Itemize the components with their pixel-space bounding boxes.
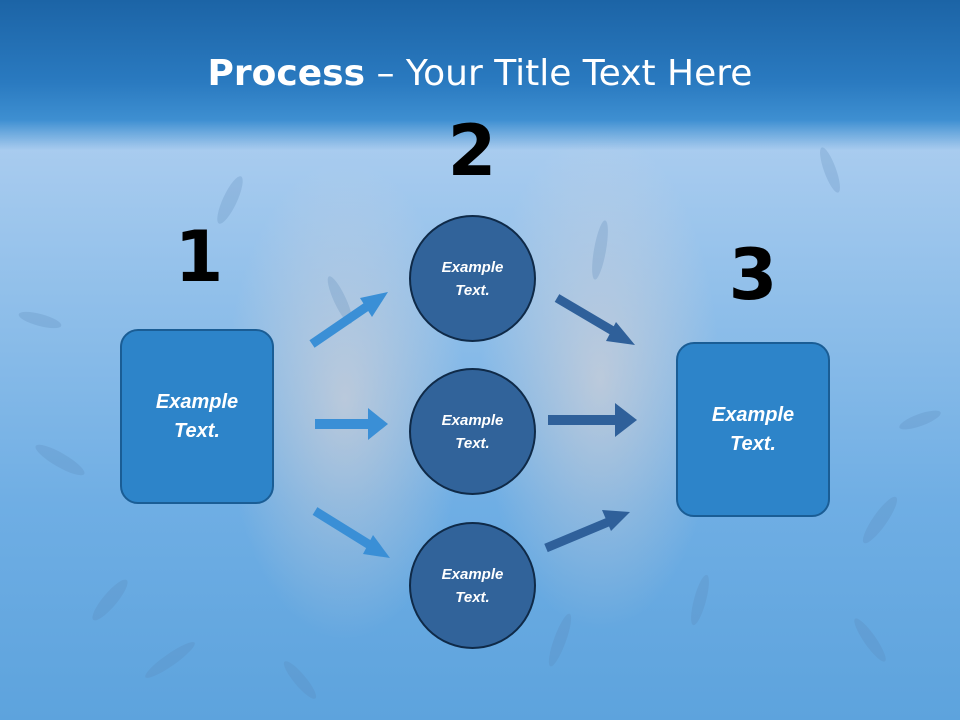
circle-top[interactable]: Example Text. [409,215,536,342]
right-box[interactable]: Example Text. [676,342,830,517]
step-number-2: 2 [447,110,497,192]
left-box-text: Example Text. [155,390,239,442]
slide-title: Process – Your Title Text Here [0,50,960,98]
circle-bottom-text: Example Text. [441,565,504,606]
circle-middle[interactable]: Example Text. [409,368,536,495]
step-number-3: 3 [728,234,778,316]
left-box[interactable]: Example Text. [120,329,274,504]
right-box-text: Example Text. [711,403,795,455]
title-bold: Process [207,53,366,94]
step-number-1: 1 [174,216,224,298]
circle-bottom[interactable]: Example Text. [409,522,536,649]
title-band [0,0,960,150]
circle-top-text: Example Text. [441,258,504,299]
title-rest: – Your Title Text Here [365,53,753,94]
circle-middle-text: Example Text. [441,411,504,452]
